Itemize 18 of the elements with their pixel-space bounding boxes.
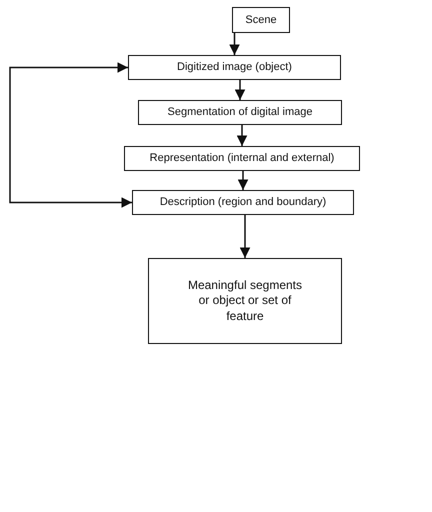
arrow [238,171,248,190]
process-box [148,258,342,344]
arrow [240,215,250,258]
box-label: Representation (internal and external) [150,151,334,166]
process-box [132,190,354,215]
arrow [9,62,132,208]
box-label: Meaningful segments or object or set of feature [186,278,304,324]
process-box [232,7,290,33]
box-label: Scene [245,12,277,28]
arrow [234,80,246,100]
box-label: Description (region and boundary) [160,195,326,210]
arrow [236,125,248,146]
process-box [124,146,360,171]
arrow [229,33,240,55]
process-box [128,55,341,80]
box-label: Segmentation of digital image [168,105,312,120]
box-label: Digitized image (object) [177,60,292,75]
process-box [138,100,342,125]
